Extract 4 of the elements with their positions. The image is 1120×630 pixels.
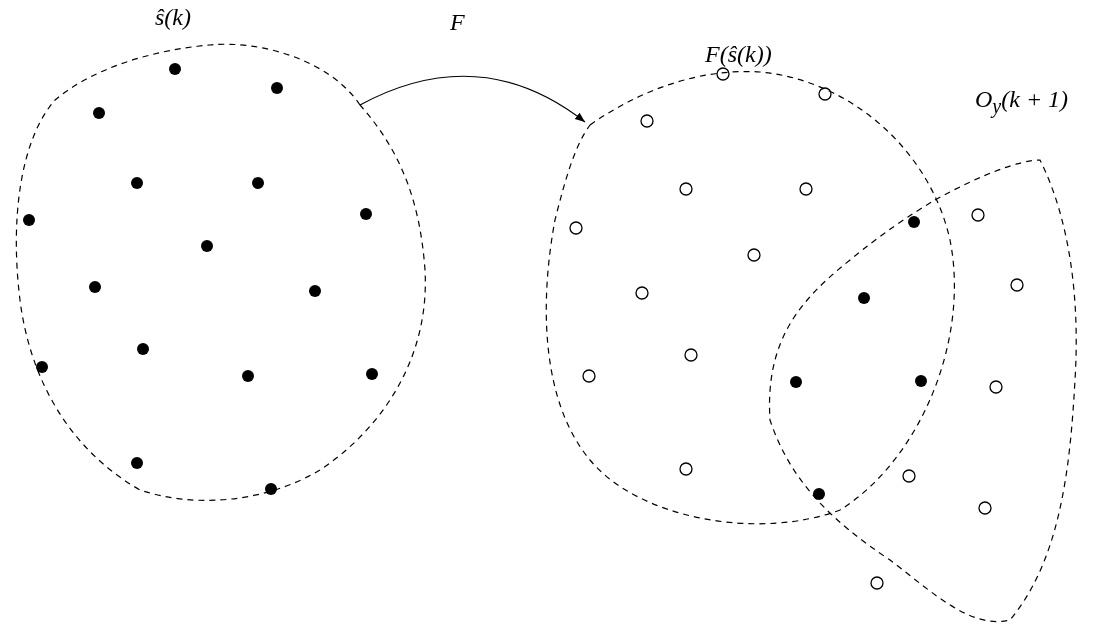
- arrow: [359, 75, 586, 123]
- set-label: O$_{y}$(k + 1): [975, 87, 1069, 116]
- set-label: F(ŝ(k)): [705, 42, 772, 66]
- set-label: ŝ(k): [155, 5, 191, 29]
